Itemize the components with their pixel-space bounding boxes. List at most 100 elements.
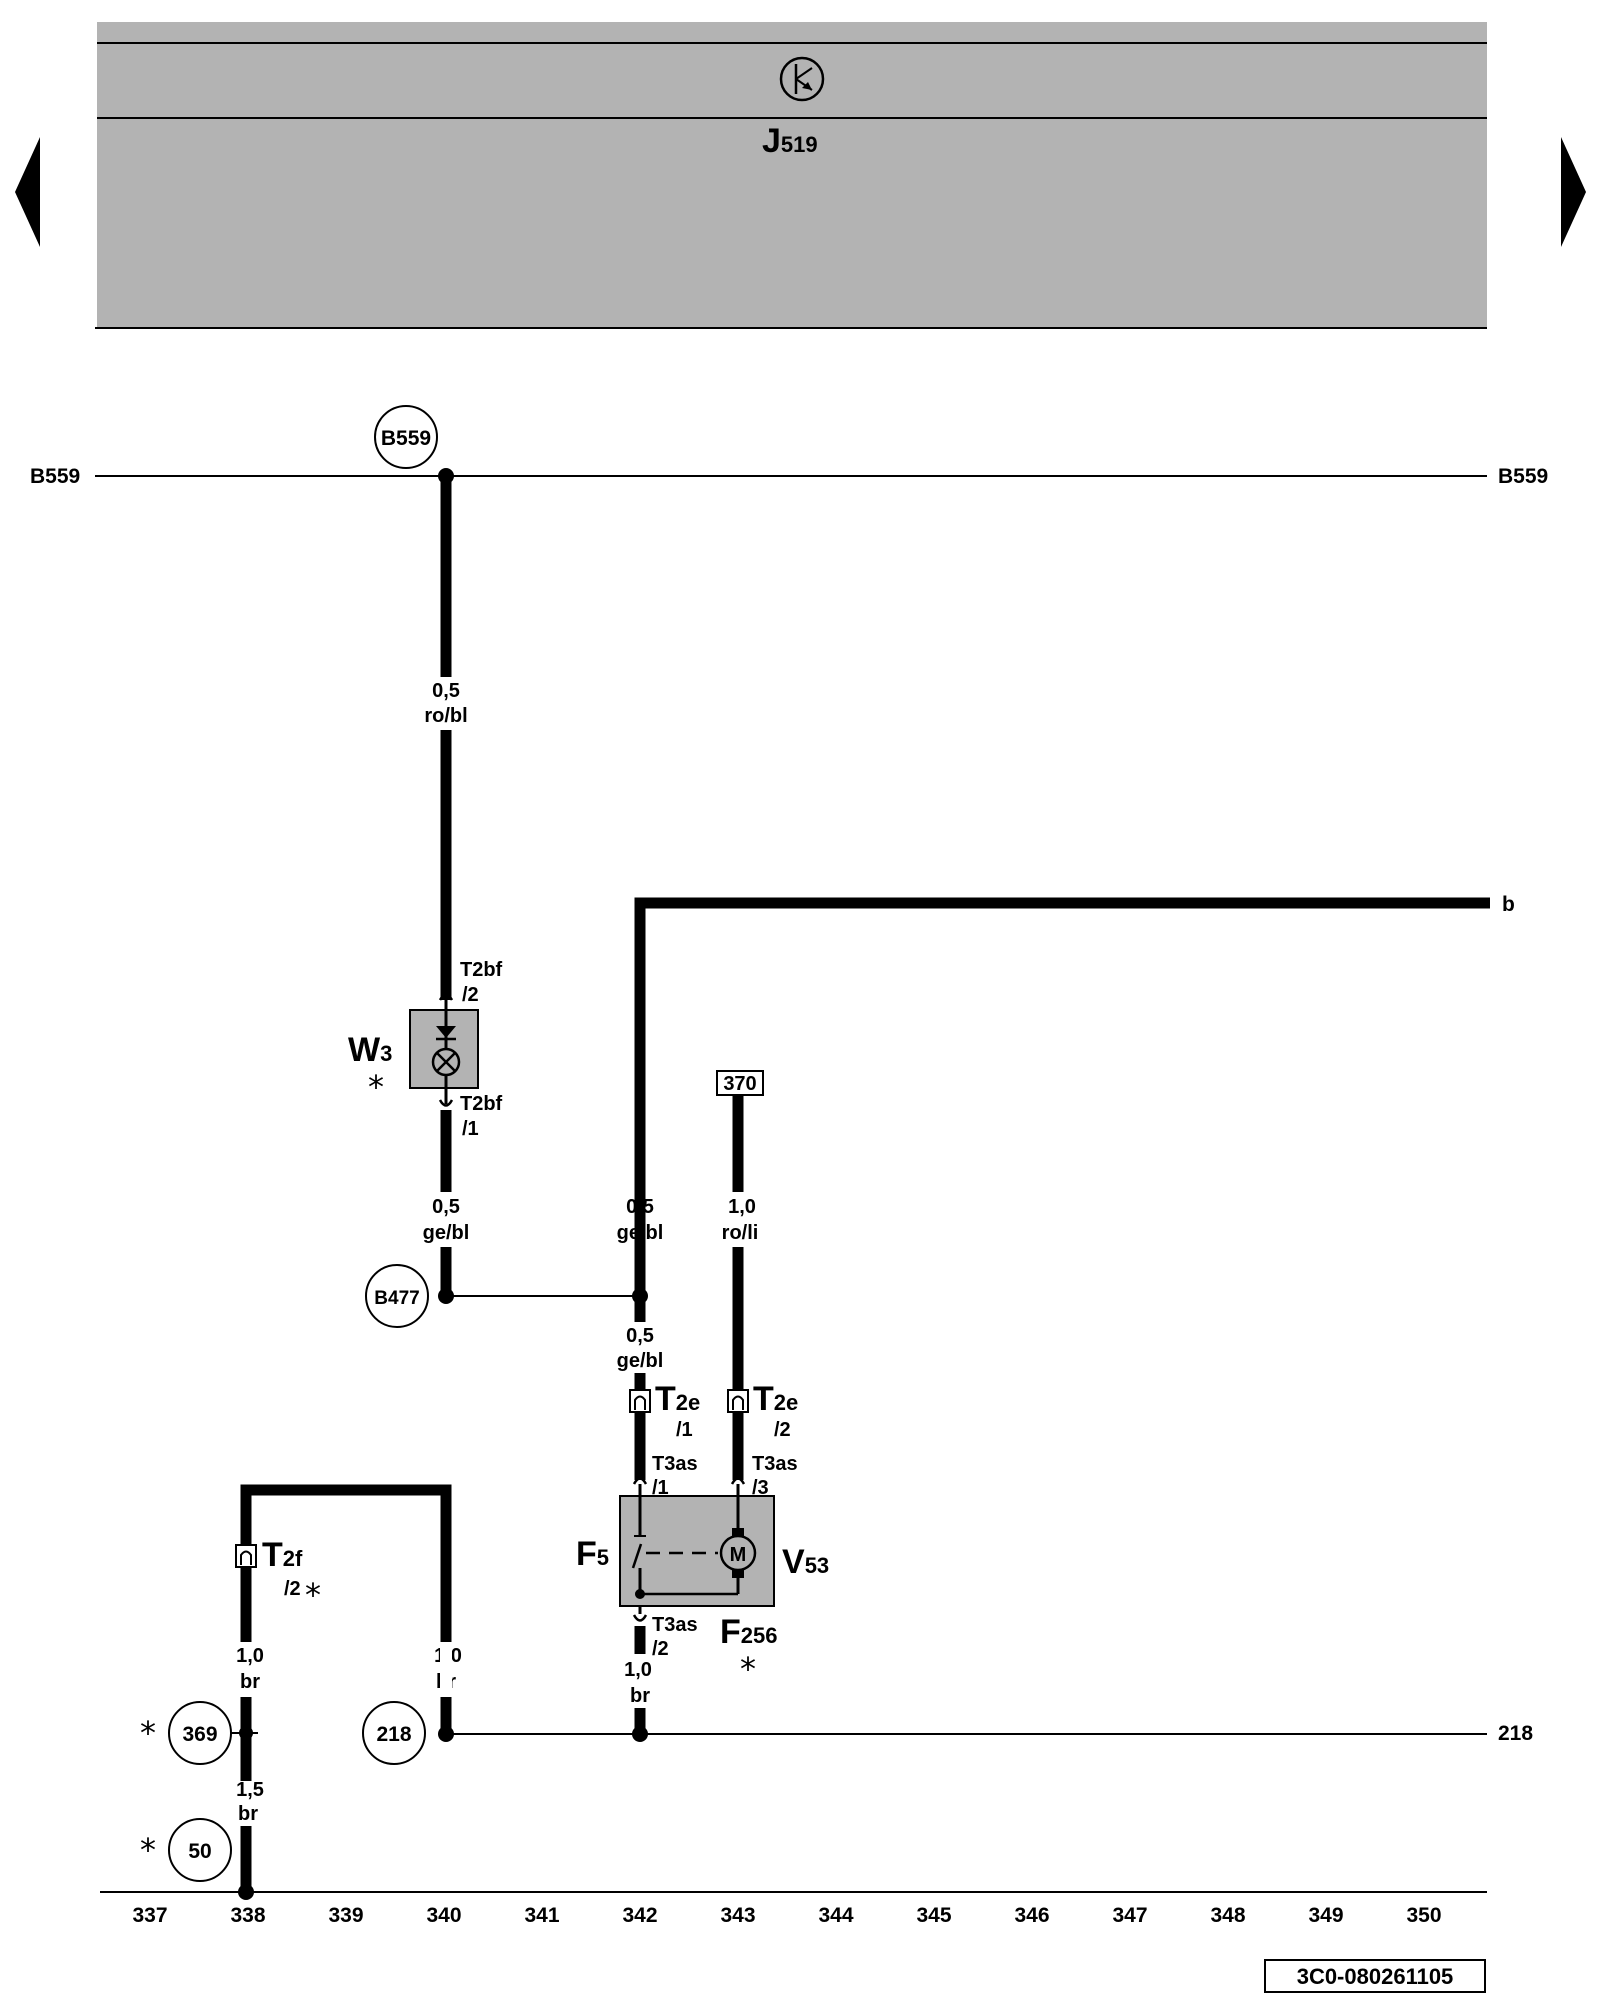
svg-text:1,5: 1,5 xyxy=(236,1779,264,1801)
connector-pin-label-t2e-1: /1 xyxy=(676,1419,693,1441)
svg-text:ge/bl: ge/bl xyxy=(423,1222,470,1244)
track-number: 350 xyxy=(1406,1904,1441,1927)
track-number: 341 xyxy=(524,1904,559,1927)
wire-w6: 1,0 br xyxy=(236,1567,264,1781)
junction-369 xyxy=(239,1726,253,1740)
connector-pin-t3as-3 xyxy=(730,1477,746,1485)
connector-label-t2e-1: T2e xyxy=(655,1380,700,1418)
bus-label-left: B559 xyxy=(30,465,80,488)
ref-label-218: 218 xyxy=(376,1723,411,1746)
track-number: 342 xyxy=(622,1904,657,1927)
svg-text:0,5: 0,5 xyxy=(626,1196,654,1218)
ref-label-b559: B559 xyxy=(381,427,431,450)
connector-pin-t3as-1 xyxy=(632,1477,648,1485)
doc-code-box xyxy=(1264,1959,1486,1993)
connector-label-t3as-1: T3as xyxy=(652,1453,698,1475)
svg-text:br: br xyxy=(630,1685,650,1707)
svg-text:1,0: 1,0 xyxy=(728,1196,756,1218)
track-number: 339 xyxy=(328,1904,363,1927)
component-label-w3: W3 xyxy=(348,1031,392,1069)
ref-label-50: 50 xyxy=(188,1840,211,1863)
wire-w2: 0,5 ge/bl xyxy=(423,1110,470,1294)
svg-text:0,5: 0,5 xyxy=(432,680,460,702)
connector-label-t2bf-1: T2bf xyxy=(460,1093,503,1115)
connector-label-t3as-2: T3as xyxy=(652,1614,698,1636)
connector-pin-label-t2bf-1: /1 xyxy=(462,1118,479,1140)
track-number: 345 xyxy=(916,1904,951,1927)
svg-text:ge/bl: ge/bl xyxy=(617,1222,664,1244)
track-number: 338 xyxy=(230,1904,265,1927)
next-page-arrow[interactable] xyxy=(1561,137,1586,247)
connector-label-t2e-2: T2e xyxy=(753,1380,798,1418)
component-label-f5: F5 xyxy=(576,1535,609,1573)
ref-circle-218 xyxy=(362,1701,426,1765)
track-number: 347 xyxy=(1112,1904,1147,1927)
asterisk-t2f: * xyxy=(305,1576,321,1614)
ref-label-370: 370 xyxy=(723,1073,756,1095)
connector-pin-label-t3as-2: /2 xyxy=(652,1638,669,1660)
track-number: 340 xyxy=(426,1904,461,1927)
svg-text:br: br xyxy=(240,1671,260,1693)
wire-w9: 1,5 br xyxy=(236,1779,264,1892)
ref-circle-50 xyxy=(168,1818,232,1882)
ref-label-369: 369 xyxy=(182,1723,217,1746)
connector-icon-t2e-2 xyxy=(727,1389,749,1413)
component-label-f256: F256 xyxy=(720,1613,778,1651)
connector-pin-label-t3as-1: /1 xyxy=(652,1477,669,1499)
ref-circle-b559 xyxy=(374,405,438,469)
junction-218-right xyxy=(632,1726,648,1742)
junction-ground xyxy=(238,1884,254,1900)
svg-text:0,5: 0,5 xyxy=(432,1196,460,1218)
wire-w4: 1,0 ro/li xyxy=(722,1095,759,1480)
svg-text:1,0: 1,0 xyxy=(236,1645,264,1667)
wire-w5: 0,5 ge/bl xyxy=(617,1296,664,1480)
svg-text:br: br xyxy=(238,1803,258,1825)
wire-branch-b xyxy=(634,897,1490,1300)
connector-label-t2bf-2: T2bf xyxy=(460,959,503,981)
asterisk-w3: * xyxy=(368,1068,384,1106)
branch-label-b: b xyxy=(1502,893,1515,916)
asterisk-f256: * xyxy=(740,1650,756,1688)
component-label-v53: V53 xyxy=(782,1543,829,1581)
track-number: 349 xyxy=(1308,1904,1343,1927)
svg-text:ro/bl: ro/bl xyxy=(424,705,467,727)
asterisk-369: * xyxy=(140,1714,156,1752)
lamp-icon xyxy=(431,1047,461,1077)
wire-loop-338-340 xyxy=(240,1484,452,1734)
connector-icon-t2e-1 xyxy=(629,1389,651,1413)
switch-icon xyxy=(631,1484,738,1599)
track-number: 346 xyxy=(1014,1904,1049,1927)
connector-pin-t3as-2 xyxy=(632,1614,648,1622)
svg-text:ge/bl: ge/bl xyxy=(617,1350,664,1372)
connector-pin-t2bf-1 xyxy=(438,1099,454,1107)
control-unit-panel xyxy=(97,22,1487,328)
svg-text:M: M xyxy=(730,1544,747,1566)
svg-text:0,5: 0,5 xyxy=(626,1325,654,1347)
connector-label-t3as-3: T3as xyxy=(752,1453,798,1475)
track-number: 348 xyxy=(1210,1904,1245,1927)
motor-icon: M xyxy=(719,1484,757,1594)
connector-pin-t2bf-2 xyxy=(438,993,454,1001)
connector-pin-label-t2bf-2: /2 xyxy=(462,984,479,1006)
asterisk-50: * xyxy=(140,1831,156,1869)
wire-w1: 0,5 ro/bl xyxy=(424,476,468,1000)
junction-b477-left xyxy=(438,1288,454,1304)
connector-pin-label-t2e-2: /2 xyxy=(774,1419,791,1441)
ref-label-b477: B477 xyxy=(374,1288,419,1309)
previous-page-arrow[interactable] xyxy=(15,137,40,247)
wire-w8: 1,0 br xyxy=(624,1606,652,1736)
svg-text:1,0: 1,0 xyxy=(624,1659,652,1681)
bus-label-right: B559 xyxy=(1498,465,1548,488)
connector-icon-t2f xyxy=(235,1544,257,1568)
track-number: 343 xyxy=(720,1904,755,1927)
wire-w3: 0,5 ge/bl xyxy=(617,1196,664,1296)
bus-label-218: 218 xyxy=(1498,1722,1533,1745)
svg-text:ro/li: ro/li xyxy=(722,1222,759,1244)
track-number: 337 xyxy=(132,1904,167,1927)
control-unit-label: J519 xyxy=(762,122,818,160)
transistor-icon xyxy=(779,56,825,102)
connector-label-t2f: T2f xyxy=(262,1536,303,1574)
wire-label-gap xyxy=(440,1642,452,1697)
